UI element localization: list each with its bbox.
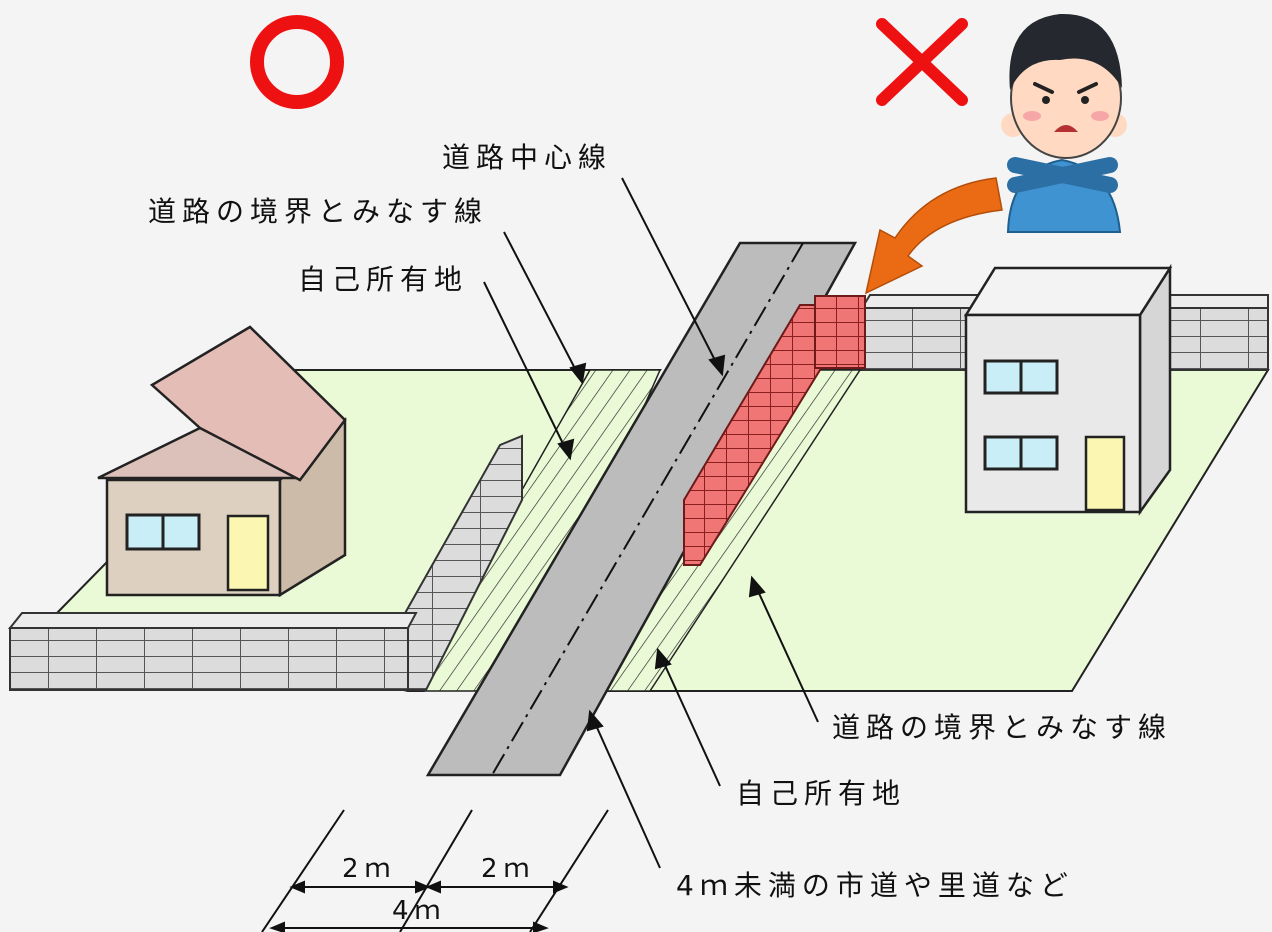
dimension-lines (261, 809, 609, 932)
road-surface (425, 241, 858, 777)
total-width-label: 4ｍ (392, 896, 447, 926)
illegal-red-wall (683, 304, 821, 566)
boundary-line-label-right: 道路の境界とみなす線 (832, 711, 1173, 744)
center-line-label: 道路中心線 (442, 141, 613, 174)
road-type-label: 4ｍ未満の市道や里道など (676, 869, 1074, 902)
leader-lines (483, 177, 819, 869)
left-house (97, 325, 347, 598)
own-land-label-right: 自己所有地 (736, 777, 907, 810)
right-house (963, 263, 1173, 516)
cross-ng-mark (876, 18, 968, 106)
left-front-wall (9, 627, 409, 691)
angry-man-icon (1001, 13, 1127, 233)
left-half-width-label: 2ｍ (342, 854, 397, 884)
circle-ok-mark (250, 15, 344, 109)
illegal-red-wall-corner (814, 295, 866, 369)
own-land-label-left: 自己所有地 (298, 263, 469, 296)
road-center-line (491, 242, 804, 776)
boundary-line-label-left: 道路の境界とみなす線 (148, 195, 489, 228)
right-half-width-label: 2ｍ (481, 854, 536, 884)
pointing-arrow-icon (864, 177, 1003, 295)
